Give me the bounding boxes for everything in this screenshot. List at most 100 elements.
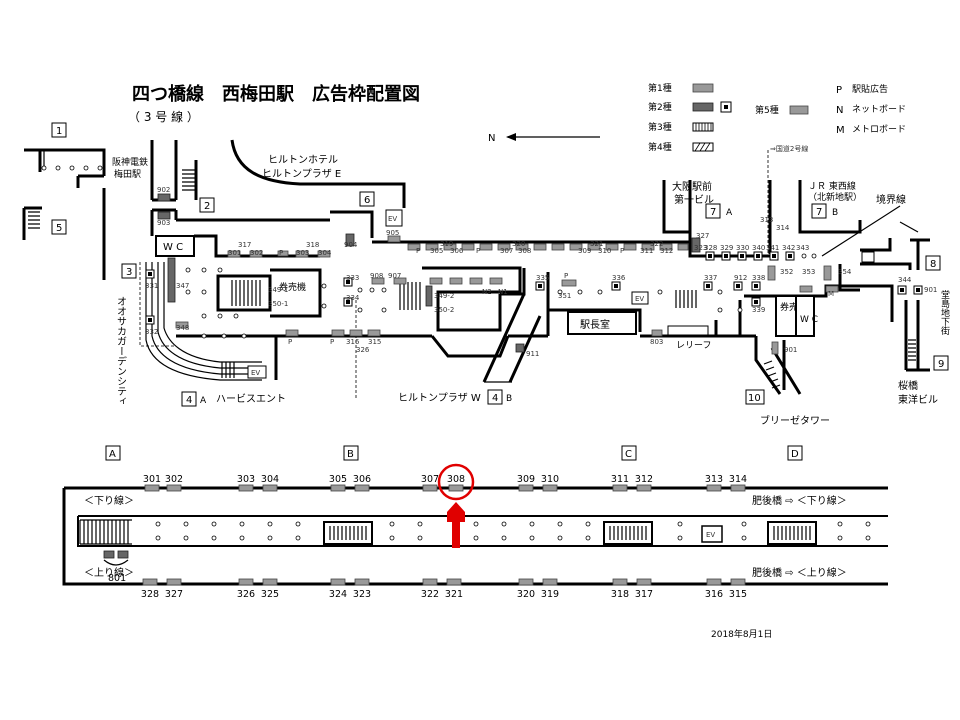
platform-bottom-ad-label-317: 317 [635,589,653,600]
jr-right-wall [798,180,862,234]
svg-text:311: 311 [640,247,653,255]
platform-top-ad-label-308: 308 [447,474,465,485]
higobashi-down-label: 肥後橋 ⇨ ＜下り線＞ [752,494,847,507]
exit-7b-letter: B [832,208,838,218]
svg-text:901: 901 [784,346,797,354]
svg-text:P: P [620,247,624,255]
osaka-garden-label: オオサカガーデンシティ [115,296,127,406]
platform-stairs-b-steps [329,526,367,540]
sakurabashi-label-2: 東洋ビル [898,393,938,406]
relief-label: レリーフ [676,341,711,351]
svg-text:315: 315 [368,338,381,346]
hilton-label-2: ヒルトンプラザ E [262,168,341,180]
legend-type4-hatch [694,142,711,152]
platform-top-ad-panel-310 [542,484,558,492]
legend-type2-swatch [692,102,714,112]
exit-7b-box [811,203,827,219]
platform-bottom-ad-label-319: 319 [541,589,559,600]
page-title: 四つ橋線 西梅田駅 広告枠配置図 [132,83,420,105]
wc-west [155,235,195,257]
svg-text:803: 803 [650,338,663,346]
svg-text:P: P [416,247,420,255]
platform-top-ad-panel-309 [518,484,534,492]
svg-text:354: 354 [838,268,852,276]
west-dashed-boundary [139,262,176,347]
platform-bottom-ad-label-323: 323 [353,589,371,600]
svg-text:321: 321 [590,240,603,248]
ticket-machine-west-box [270,268,322,318]
platform-top-ad-label-312: 312 [635,474,653,485]
svg-text:350-2: 350-2 [434,306,454,314]
svg-text:348: 348 [176,324,189,332]
svg-text:308: 308 [518,247,531,255]
legend-type3-hatch [695,123,712,131]
wc-side-wall [194,234,226,258]
breeze-corridor [754,336,802,395]
platform-top-ad-panel-307 [422,484,438,492]
platform-ad-801-a [103,550,115,559]
up-line-label: ＜上り線＞ [84,566,134,579]
section-c-label: C [625,449,632,460]
herbis-stairs [221,362,235,378]
platform-ev-box [701,525,723,543]
hanshin-passage-wall [24,148,106,188]
exit-2-box [199,197,215,213]
platform-top-ad-panel-303 [238,484,254,492]
platform-top-ad-panel-306 [354,484,370,492]
north-label: N [488,133,495,144]
map-pillar-dots [185,253,817,339]
svg-text:334: 334 [346,294,360,302]
svg-text:N2: N2 [482,288,492,296]
svg-text:352: 352 [780,268,793,276]
svg-text:316: 316 [346,338,360,346]
svg-text:347: 347 [176,282,189,290]
svg-text:903: 903 [157,219,170,227]
svg-text:329: 329 [720,244,733,252]
svg-text:P: P [564,272,568,280]
platform-bottom-ad-panel-324 [330,578,346,586]
platform-top-ad-panel-312 [636,484,652,492]
legend-n-label: ネットボード [852,104,906,115]
legend: 第1種 第2種 第3種 第4種 第5種 P 駅貼広告 N ネットボード M メト… [648,82,906,153]
hilton-label-1: ヒルトンホテル [268,154,338,166]
exit-7a-box [705,203,721,219]
svg-text:908: 908 [370,272,383,280]
highlight-arrow-shaft [452,512,460,548]
breeze-label: ブリーゼタワー [760,414,830,427]
platform-bottom-ad-panel-322 [422,578,438,586]
exit-10-label: 10 [748,393,761,404]
boundary-pointer-2 [899,221,919,233]
svg-text:323: 323 [694,244,707,252]
exit-4a-label: 4 [186,395,192,406]
svg-text:331: 331 [145,282,158,290]
legend-type5-swatch [789,105,809,115]
legend-type2: 第2種 [648,101,672,113]
platform-bottom-ad-label-322: 322 [421,589,439,600]
svg-text:P: P [476,247,480,255]
platform-bottom-ad-panel-328 [142,578,158,586]
legend-n-letter: N [836,105,843,116]
exit-3-label: 3 [126,267,132,278]
herbis-ev-label: EV [251,369,260,377]
east-hall-walls [714,300,742,336]
svg-text:341: 341 [766,244,779,252]
hilton-w-entrance [430,335,510,358]
svg-text:907: 907 [388,272,401,280]
svg-text:314: 314 [776,224,790,232]
svg-text:904: 904 [344,241,358,249]
hanshin-label-2: 梅田駅 [114,168,141,180]
platform-top-ad-panel-311 [612,484,628,492]
svg-text:310: 310 [598,247,611,255]
svg-text:305: 305 [430,247,443,255]
platform-top-ad-label-309: 309 [517,474,535,485]
map-ad-boxes [157,193,839,355]
svg-text:309: 309 [578,247,591,255]
exit-8-box [925,255,941,271]
wc-east-label: W C [800,315,818,325]
svg-text:901: 901 [924,286,937,294]
exit5-stairs [28,207,40,229]
section-b-label: B [347,449,354,460]
svg-text:317: 317 [238,241,251,249]
svg-text:N1: N1 [498,288,508,296]
boundary-wall [860,238,892,252]
